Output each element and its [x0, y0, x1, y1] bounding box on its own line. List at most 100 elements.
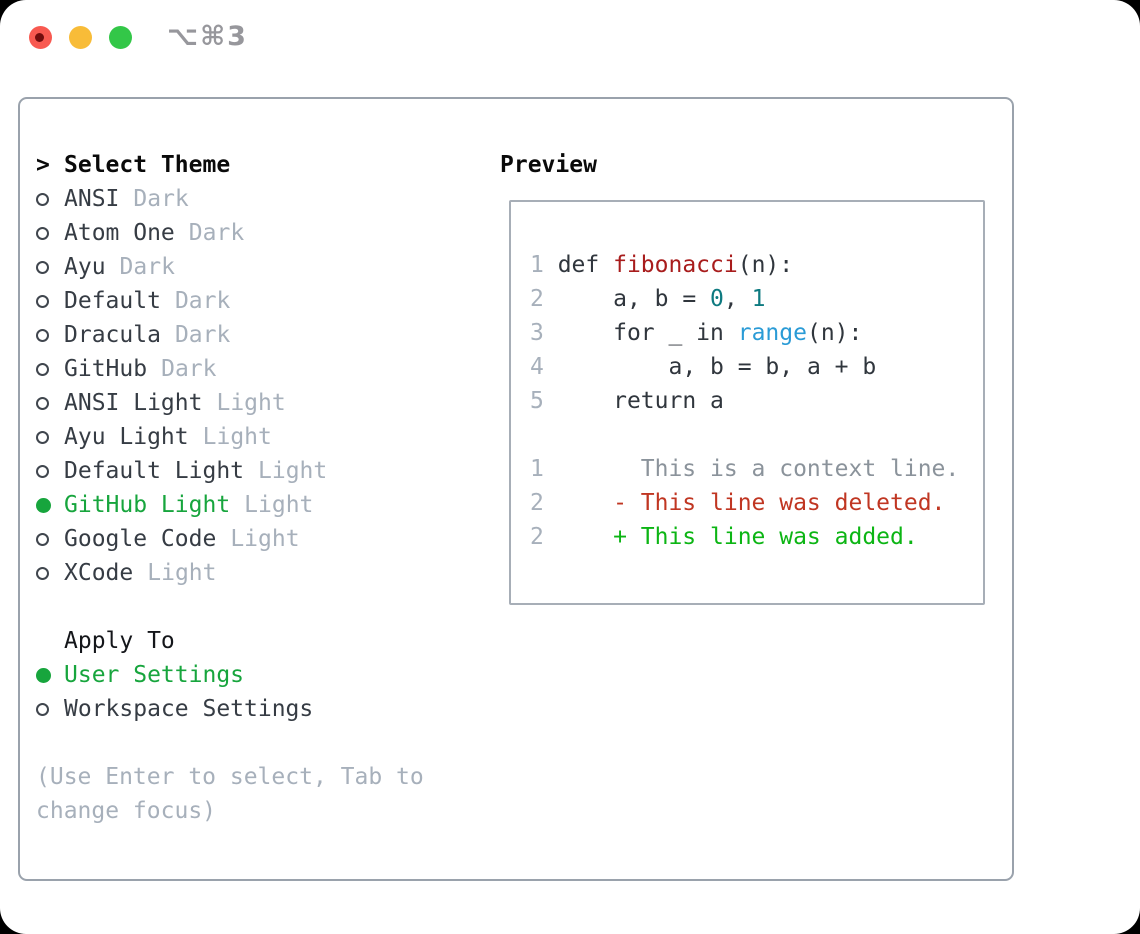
code-line: 3 for _ in range(n): [530, 316, 983, 350]
theme-name: Default Light [64, 458, 245, 484]
code-line: 5 return a [530, 384, 983, 418]
spacer [530, 418, 983, 452]
diff-line-context: 1 This is a context line. [530, 452, 983, 486]
theme-item-github-light[interactable]: GitHub Light Light [36, 488, 488, 522]
diff-marker: - [613, 490, 627, 516]
diff-line-added: 2 + This line was added. [530, 520, 983, 554]
diff-text: This line was deleted. [640, 490, 946, 516]
theme-variant-label: Light [230, 526, 300, 552]
code-segment: return a [557, 388, 724, 414]
zoom-button-icon[interactable] [109, 26, 132, 49]
theme-name: GitHub Light [64, 492, 231, 518]
radio-icon [36, 192, 64, 206]
radio-selected-icon [36, 497, 64, 513]
apply-option-label: User Settings [64, 662, 245, 688]
window-shortcut-label: ⌥⌘3 [167, 21, 248, 52]
theme-item-ayu[interactable]: Ayu Dark [36, 250, 488, 284]
code-segment: 1 [751, 286, 766, 312]
theme-variant-label: Light [202, 424, 272, 450]
code-segment: (n): [806, 320, 863, 346]
line-number: 2 [530, 524, 544, 550]
spacer [36, 726, 488, 760]
theme-name: Ayu [64, 254, 106, 280]
theme-name: GitHub [64, 356, 148, 382]
radio-icon [36, 328, 64, 342]
apply-option-label: Workspace Settings [64, 696, 314, 722]
theme-item-dracula[interactable]: Dracula Dark [36, 318, 488, 352]
code-segment: 0 [710, 286, 724, 312]
code-segment: for _ in [557, 320, 738, 346]
minimize-button-icon[interactable] [69, 26, 92, 49]
spacer [36, 590, 488, 624]
line-number: 5 [530, 388, 544, 414]
code-segment: (n): [737, 252, 794, 278]
theme-name: Google Code [64, 526, 217, 552]
diff-line-deleted: 2 -This line was deleted. [530, 486, 983, 520]
theme-name: ANSI [64, 186, 120, 212]
theme-name: Atom One [64, 220, 175, 246]
code-segment: , [723, 286, 752, 312]
diff-preview: 1 This is a context line. 2 -This line was… [530, 452, 983, 554]
theme-variant-label: Dark [161, 356, 217, 382]
code-segment: def [557, 252, 614, 278]
code-segment: fibonacci [613, 252, 738, 278]
theme-variant-label: Dark [174, 288, 231, 314]
select-theme-title: Select Theme [64, 152, 231, 178]
theme-variant-label: Light [147, 560, 217, 586]
line-number: 3 [530, 320, 544, 346]
theme-variant-label: Dark [119, 254, 175, 280]
theme-variant-label: Dark [133, 186, 189, 212]
radio-icon [36, 702, 64, 716]
theme-item-ansi[interactable]: ANSI Dark [36, 182, 488, 216]
theme-name: Ayu Light [64, 424, 189, 450]
close-button-icon[interactable] [29, 26, 52, 49]
code-segment: a, b = [557, 286, 711, 312]
theme-variant-label: Dark [188, 220, 245, 246]
code-line: 2 a, b = 0, 1 [530, 282, 983, 316]
radio-icon [36, 362, 64, 376]
radio-icon [36, 396, 64, 410]
theme-variant-label: Light [244, 492, 314, 518]
preview-title: Preview [500, 152, 597, 178]
line-number: 2 [530, 490, 544, 516]
theme-name: Dracula [64, 322, 161, 348]
theme-variant-label: Dark [174, 322, 231, 348]
select-theme-header: > Select Theme [36, 148, 488, 182]
theme-item-ayu-light[interactable]: Ayu Light Light [36, 420, 488, 454]
theme-item-atom-one[interactable]: Atom One Dark [36, 216, 488, 250]
apply-to-header: Apply To [36, 624, 488, 658]
radio-selected-icon [36, 667, 64, 683]
line-number: 2 [530, 286, 544, 312]
line-number: 4 [530, 354, 544, 380]
traffic-lights [29, 26, 132, 49]
radio-icon [36, 294, 64, 308]
theme-name: Default [64, 288, 161, 314]
window-titlebar: ⌥⌘3 [0, 0, 1140, 74]
theme-item-github[interactable]: GitHub Dark [36, 352, 488, 386]
theme-variant-label: Light [258, 458, 328, 484]
diff-marker: + [613, 524, 627, 550]
radio-icon [36, 260, 64, 274]
diff-text: This line was added. [640, 524, 918, 550]
radio-icon [36, 464, 64, 478]
theme-item-google-code[interactable]: Google Code Light [36, 522, 488, 556]
theme-item-default[interactable]: Default Dark [36, 284, 488, 318]
theme-variant-label: Light [216, 390, 286, 416]
apply-option-workspace-settings[interactable]: Workspace Settings [36, 692, 488, 726]
diff-marker [613, 452, 627, 486]
line-number: 1 [530, 456, 544, 482]
theme-name: ANSI Light [64, 390, 203, 416]
radio-icon [36, 532, 64, 546]
keyboard-hint-text: (Use Enter to select, Tab to change focu… [36, 764, 424, 824]
apply-option-user-settings[interactable]: User Settings [36, 658, 488, 692]
theme-item-default-light[interactable]: Default Light Light [36, 454, 488, 488]
prompt-caret-icon: > [36, 152, 50, 178]
theme-item-ansi-light[interactable]: ANSI Light Light [36, 386, 488, 420]
